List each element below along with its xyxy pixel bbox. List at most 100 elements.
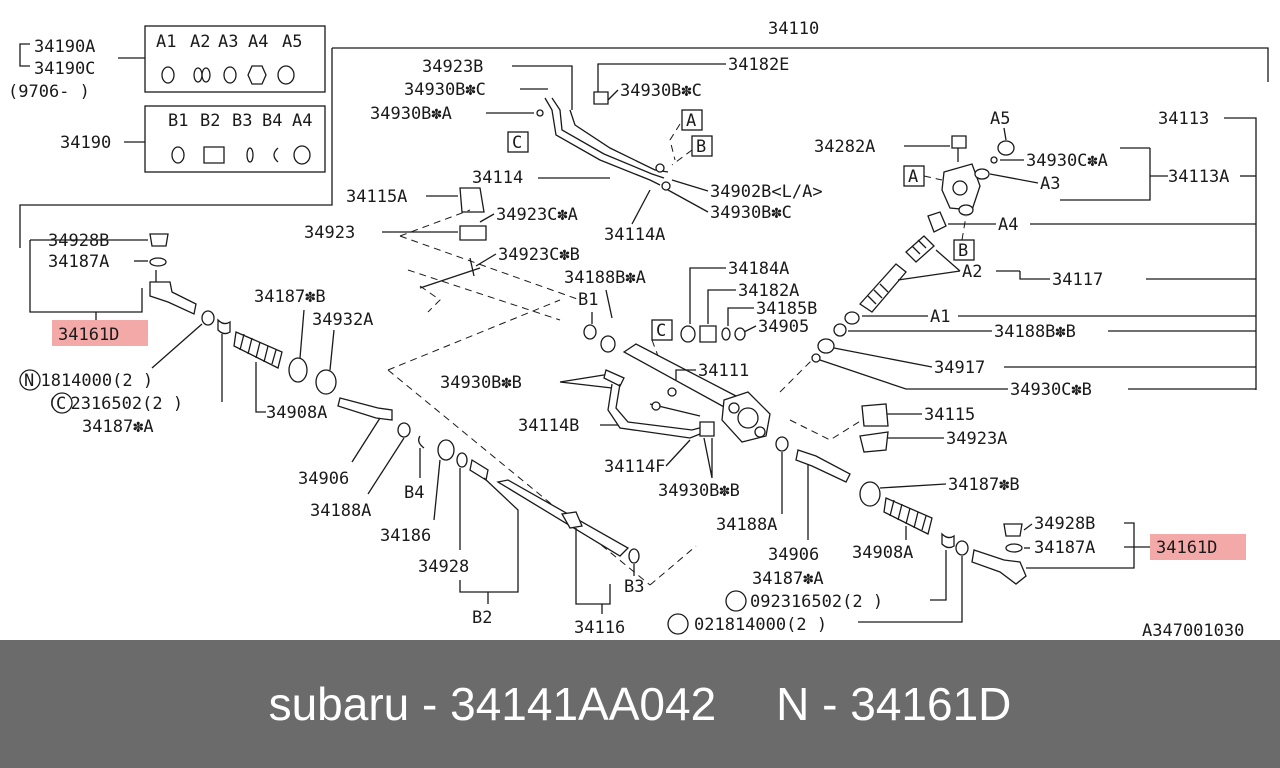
nut-021814000-right [955,540,969,556]
circle-c-icon: C [51,392,73,414]
bracket-34923a [859,431,889,453]
ref-box-c: C [512,133,522,153]
svg-text:34187✽A: 34187✽A [82,417,154,437]
nut-34928b-right [1003,523,1023,537]
svg-text:34182A: 34182A [738,281,799,301]
svg-text:34114A: 34114A [604,225,665,245]
svg-text:092316502(2 ): 092316502(2 ) [750,592,883,612]
svg-text:34188A: 34188A [716,515,777,535]
svg-text:B1: B1 [168,111,188,131]
svg-text:34932A: 34932A [312,310,373,330]
svg-text:34930B✽C: 34930B✽C [710,203,792,223]
gasket-a4 [927,211,947,233]
svg-text:34917: 34917 [934,358,985,378]
seal-b3 [628,548,640,564]
part-footer-banner: subaru - 34141AA042 N - 34161D [0,640,1280,768]
svg-text:A1: A1 [156,32,176,52]
tie-rod-end-right [971,549,1027,585]
svg-text:34923C✽A: 34923C✽A [496,205,578,225]
svg-text:34908A: 34908A [852,543,913,563]
parts-diagram: 34190A 34190C (9706- ) A1 A2 A3 A4 A5 34… [8,19,1269,640]
washer-34917 [817,338,835,354]
diagram-code: A347001030 [1142,621,1244,640]
svg-text:A1: A1 [930,307,950,327]
circle-c-icon-right [725,590,747,612]
seal-34184a [680,325,696,343]
svg-text:34923A: 34923A [946,429,1007,449]
nut-34188a-left [397,422,411,438]
svg-text:B4: B4 [404,483,424,503]
valve-rod-34117 [859,235,935,313]
nut-34928b-left [149,233,169,247]
boot-34908a-right [883,497,933,535]
svg-text:B4: B4 [262,111,282,131]
svg-text:34902B<L/A>: 34902B<L/A> [710,182,823,202]
svg-text:34116: 34116 [574,618,625,638]
svg-text:34923B: 34923B [422,57,483,77]
ring-34905 [734,327,746,341]
valve-housing-34113 [941,163,981,211]
svg-text:34930B✽B: 34930B✽B [658,481,740,501]
svg-text:A3: A3 [218,32,238,52]
lower-pipe-34114b [607,383,715,439]
svg-text:N: N [24,371,34,391]
svg-text:34930B✽C: 34930B✽C [620,81,702,101]
ref-box-b: B [696,137,706,157]
svg-text:34188B✽B: 34188B✽B [994,322,1076,342]
inner-rod-34906-right [795,449,851,483]
svg-text:34114: 34114 [472,168,523,188]
clamp-34115a [459,187,485,213]
svg-text:34113: 34113 [1158,109,1209,129]
svg-text:021814000(2 ): 021814000(2 ) [694,615,827,635]
part-label-34190a: 34190A [34,37,95,57]
part-label-34190c: 34190C [34,59,95,79]
washer-34187a-right [1005,543,1023,553]
svg-text:34187A: 34187A [1034,538,1095,558]
rack-34116 [496,479,630,557]
ring-34932a [315,369,337,395]
svg-text:B2: B2 [200,111,220,131]
ref-box-a2: A [908,167,918,187]
circle-c-label: 092316502(2 ) [50,394,183,414]
svg-text:A4: A4 [248,32,268,52]
kit-box-a [144,25,326,93]
svg-text:34187A: 34187A [48,252,109,272]
svg-text:C: C [56,394,66,414]
svg-text:34908A: 34908A [266,403,327,423]
svg-text:34115: 34115 [924,405,975,425]
bushing-34186 [437,439,455,461]
part-label-34110: 34110 [768,19,819,39]
snap-ring-b4 [418,435,425,449]
clamp-34115 [861,403,889,427]
svg-text:A5: A5 [990,109,1010,129]
kit-b-parts [171,145,311,165]
svg-text:34923C✽B: 34923C✽B [498,245,580,265]
upper-pipe-assembly [536,91,671,191]
washer-34187a-left [149,257,167,267]
svg-text:34186: 34186 [380,526,431,546]
svg-text:34182E: 34182E [728,55,789,75]
svg-text:34115A: 34115A [346,187,407,207]
svg-text:34117: 34117 [1052,270,1103,290]
svg-text:34185B: 34185B [756,299,817,319]
svg-text:34184A: 34184A [728,259,789,279]
part-label-34161d-right: 34161D [1156,538,1217,558]
svg-text:34928B: 34928B [48,231,109,251]
ref-box-c2: C [656,321,666,341]
bracket-34923 [459,225,487,241]
svg-text:34114B: 34114B [518,416,579,436]
svg-text:34928: 34928 [418,557,469,577]
kit-a-parts [161,65,295,85]
seal-34928 [456,452,468,468]
boot-34908a-left [233,331,283,369]
svg-text:A4: A4 [998,215,1018,235]
seal-a3 [974,168,990,180]
tie-rod-end-left [149,281,197,315]
svg-text:A2: A2 [962,262,982,282]
gear-housing-34111 [622,343,771,443]
clamp-ring-34187b-left [288,357,308,383]
svg-text:34930C✽B: 34930C✽B [1010,380,1092,400]
svg-text:B1: B1 [578,290,598,310]
svg-text:34906: 34906 [298,469,349,489]
svg-text:34930B✽A: 34930B✽A [370,104,452,124]
